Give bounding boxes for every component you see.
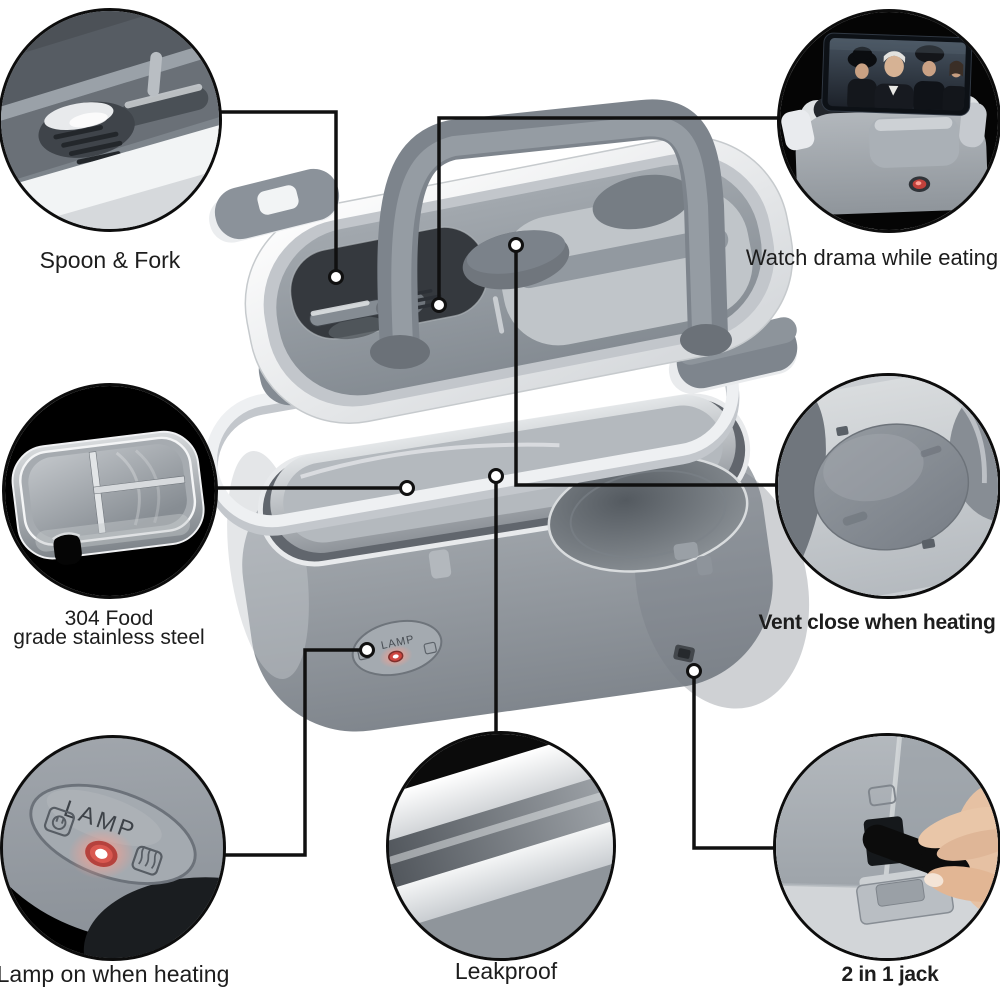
callout-dot-stainless bbox=[399, 480, 415, 496]
heat-mini-icon bbox=[423, 641, 437, 655]
hinge-pin bbox=[147, 51, 163, 97]
callout-label-lamp: Lamp on when heating bbox=[0, 961, 230, 987]
callout-circle-spoon-fork bbox=[0, 8, 222, 232]
index-finger bbox=[918, 806, 998, 849]
callout-circle-stainless bbox=[2, 383, 218, 599]
callout-label-vent: Vent close when heating bbox=[758, 611, 996, 634]
vent-photo bbox=[778, 376, 998, 596]
callout-dot-lamp bbox=[359, 642, 375, 658]
callout-dot-leakproof bbox=[488, 468, 504, 484]
callout-circle-watch-drama bbox=[777, 9, 1000, 233]
stainless-tray-photo bbox=[5, 386, 215, 596]
leader-line-spoon-fork bbox=[220, 110, 338, 270]
callout-label-watch-drama: Watch drama while eating bbox=[745, 245, 999, 270]
callout-dot-jack bbox=[686, 663, 702, 679]
leader-line-watch-drama bbox=[437, 116, 779, 298]
callout-label-stainless: 304 Food grade stainless steel bbox=[13, 607, 205, 649]
leader-line-lamp bbox=[224, 648, 360, 857]
base-power-jack bbox=[673, 644, 695, 663]
seal-layers bbox=[389, 734, 613, 958]
callout-dot-vent bbox=[508, 237, 524, 253]
steel-tray bbox=[11, 430, 205, 565]
callout-label-leakproof: Leakproof bbox=[454, 958, 558, 984]
phone-with-drama bbox=[821, 32, 973, 116]
leakproof-seal-photo bbox=[389, 734, 613, 958]
callout-label-jack: 2 in 1 jack bbox=[841, 963, 939, 986]
plug-icon bbox=[43, 806, 75, 837]
callout-circle-leakproof bbox=[386, 731, 616, 961]
callout-circle-jack bbox=[773, 733, 1000, 961]
callout-dot-watch-drama bbox=[431, 297, 447, 313]
lamp-panel-photo: LAMP bbox=[3, 738, 223, 958]
lid-assembly bbox=[209, 99, 798, 424]
lamp-control-panel: LAMP bbox=[29, 783, 197, 886]
leader-line-jack bbox=[692, 678, 775, 850]
socket-protector bbox=[856, 866, 954, 925]
leader-line-vent bbox=[514, 252, 777, 487]
fork-closeup bbox=[38, 83, 209, 165]
thumb-nail bbox=[924, 873, 944, 888]
spoon-fork-photo bbox=[1, 11, 219, 229]
callout-label-spoon-fork: Spoon & Fork bbox=[39, 247, 181, 273]
callout-circle-lamp: LAMP bbox=[0, 735, 226, 961]
heat-icon bbox=[131, 845, 163, 876]
base-lamp-panel: LAMP bbox=[351, 619, 443, 677]
watch-drama-photo bbox=[780, 12, 998, 230]
jack-plug-photo bbox=[776, 736, 998, 958]
vent-dial bbox=[812, 423, 970, 551]
lid-handle bbox=[370, 99, 732, 369]
callout-dot-spoon-fork bbox=[328, 269, 344, 285]
callout-circle-vent bbox=[775, 373, 1000, 599]
